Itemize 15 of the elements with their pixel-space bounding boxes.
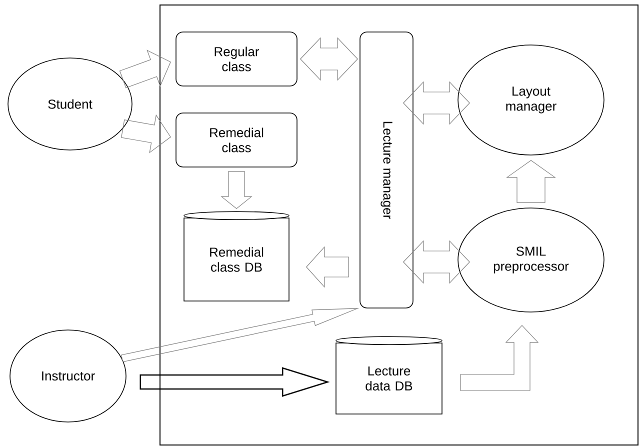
ellipse-node: Student	[8, 58, 132, 150]
ellipse-node: Instructor	[10, 330, 126, 422]
block-arrow	[140, 367, 330, 397]
database-cylinder: Remedial class DB	[184, 211, 290, 302]
rounded-box: Lecture manager	[360, 32, 414, 308]
rounded-box: Remedial class	[176, 112, 298, 168]
ellipse-node: Layout manager	[458, 44, 604, 156]
rounded-box: Regular class	[176, 32, 298, 86]
block-arrow	[220, 171, 252, 209]
database-cylinder: Lecture data DB	[336, 336, 442, 414]
block-arrow	[506, 160, 556, 203]
ellipse-node: SMIL preprocessor	[458, 208, 604, 312]
block-arrow	[306, 246, 349, 288]
block-arrow	[460, 324, 539, 391]
system-boundary-box	[160, 4, 638, 446]
